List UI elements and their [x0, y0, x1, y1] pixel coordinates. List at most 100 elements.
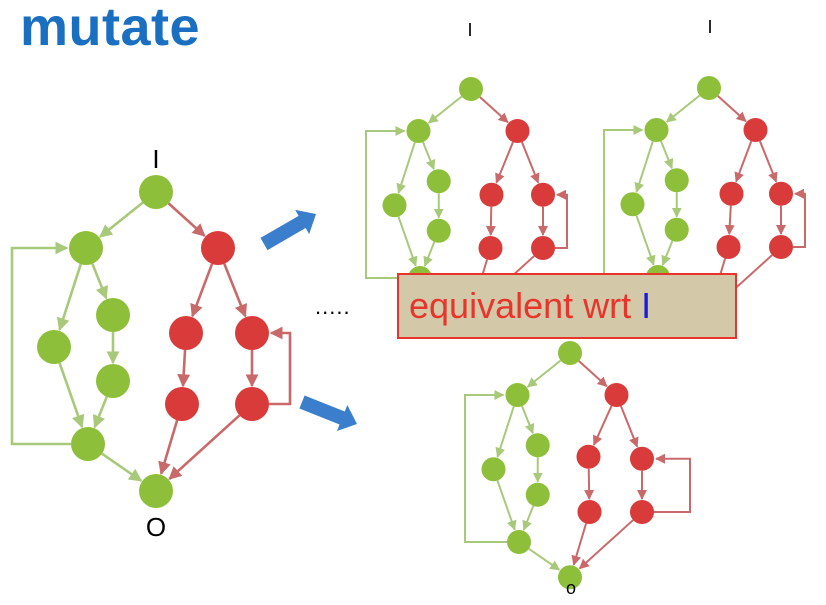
node-r2 [719, 181, 744, 206]
edge-r1-to-r3 [223, 263, 248, 318]
edge-g5-to-bot [101, 452, 143, 482]
node-g4 [525, 482, 550, 507]
node-r1 [604, 383, 629, 407]
callout-variable: I [641, 285, 652, 326]
edge-g4-to-g5 [92, 396, 108, 429]
edge-top-to-r1 [717, 95, 747, 123]
edge-top-to-g1 [665, 94, 701, 123]
edge-r5-to-r3 [555, 189, 568, 249]
node-bot [139, 474, 173, 508]
node-r4 [165, 387, 199, 421]
edge-r1-to-r2 [592, 405, 613, 446]
node-r5 [769, 235, 793, 259]
node-r5 [630, 500, 654, 524]
edge-r1-to-r2 [190, 263, 214, 318]
node-bot [558, 565, 582, 590]
edge-r1-to-r2 [734, 140, 753, 183]
edge-g4-to-g5 [423, 241, 436, 267]
mutation-arrows [260, 209, 357, 432]
node-g4 [664, 217, 689, 242]
input-label: I [467, 20, 472, 40]
node-g2 [481, 457, 506, 482]
node-g3 [525, 433, 550, 458]
edge-g5-to-g1 [365, 126, 408, 279]
edge-g2-to-g5 [635, 215, 656, 266]
node-top [697, 76, 721, 100]
edge-g1-to-g2 [396, 142, 416, 194]
edge-r1-to-r2 [495, 141, 514, 184]
edge-g1-to-g2 [56, 263, 83, 332]
node-r5 [235, 387, 269, 421]
edge-g2-to-g5 [397, 216, 418, 267]
node-top [558, 341, 582, 365]
flow-graph-original: IO [10, 144, 292, 542]
edge-r5-to-r3 [793, 188, 806, 248]
edge-g1-to-g3 [91, 263, 108, 300]
edge-r2-to-r4 [724, 205, 735, 236]
node-r4 [577, 500, 602, 524]
edge-r5-to-r3 [654, 453, 691, 513]
node-g2 [620, 192, 645, 217]
edge-g4-to-g5 [661, 240, 674, 266]
slide-title: mutate [20, 0, 201, 57]
edge-r5-to-r3 [269, 326, 292, 406]
node-top [139, 175, 173, 209]
edge-g5-to-g1 [464, 390, 507, 543]
equivalence-callout: equivalent wrt I [397, 273, 737, 339]
node-g3 [426, 169, 451, 194]
callout-text: equivalent wrt [409, 285, 632, 326]
output-label: o [566, 578, 576, 598]
output-label: O [146, 512, 166, 542]
node-g1 [69, 231, 103, 265]
edge-g1-to-g2 [495, 406, 515, 458]
node-r3 [235, 316, 269, 350]
node-r5 [531, 236, 555, 260]
node-g3 [664, 168, 689, 193]
node-r3 [531, 182, 555, 207]
node-r1 [743, 118, 768, 142]
edge-top-to-g1 [526, 359, 562, 388]
edge-r5-to-bot [578, 519, 634, 570]
edge-g5-to-bot [528, 548, 561, 571]
edge-top-to-g1 [427, 95, 463, 124]
flow-graph-mutant-3: o [464, 341, 691, 598]
node-g2 [382, 193, 407, 218]
edge-g2-to-g5 [496, 480, 517, 531]
node-r3 [769, 181, 793, 206]
edge-g1-to-g3 [422, 141, 436, 171]
node-g1 [505, 383, 530, 407]
mutation-arrow-down [299, 395, 357, 432]
edge-r1-to-r3 [620, 405, 639, 448]
mutation-arrow-up [260, 209, 316, 251]
edge-g1-to-g3 [521, 405, 535, 435]
edge-r4-to-bot [158, 419, 179, 475]
edge-g2-to-g5 [58, 362, 85, 429]
edge-r5-to-bot [168, 414, 241, 480]
edge-r1-to-r3 [759, 140, 778, 183]
edge-g1-to-g3 [660, 140, 674, 170]
edge-g4-to-g5 [522, 505, 535, 531]
input-label: I [707, 17, 712, 37]
edge-top-to-r1 [479, 96, 509, 124]
input-label: I [152, 144, 159, 174]
node-g5 [507, 530, 531, 554]
node-r3 [630, 446, 654, 471]
node-r1 [505, 119, 530, 143]
edge-r1-to-r3 [521, 141, 540, 184]
edge-g1-to-g2 [634, 141, 654, 193]
edge-r2-to-r4 [177, 349, 191, 388]
node-r2 [576, 444, 601, 469]
node-g1 [644, 118, 669, 142]
edge-top-to-r1 [578, 360, 608, 388]
ellipsis: ..... [315, 294, 351, 319]
edge-g5-to-g1 [10, 241, 71, 446]
edge-top-to-r1 [167, 202, 206, 237]
node-g4 [426, 218, 451, 243]
node-g4 [96, 364, 130, 398]
node-r2 [169, 316, 203, 350]
node-r4 [716, 235, 741, 259]
node-r1 [201, 231, 235, 265]
node-g3 [96, 298, 130, 332]
